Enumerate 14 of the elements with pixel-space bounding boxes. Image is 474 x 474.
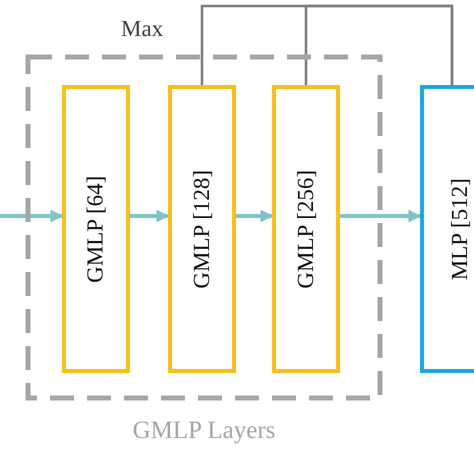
layer-box — [272, 85, 340, 373]
operation-label: Max — [121, 15, 164, 43]
connector-line — [304, 4, 454, 85]
group-title: GMLP Layers — [132, 416, 276, 446]
layer-label: GMLP [64] — [82, 175, 109, 283]
layer-box — [168, 85, 236, 373]
layer-label: MLP [512] — [446, 178, 473, 280]
arrow — [340, 210, 422, 222]
arrow — [130, 210, 170, 222]
layer-label: GMLP [256] — [292, 170, 319, 288]
layer-label: GMLP [128] — [188, 170, 215, 288]
arrow — [0, 210, 64, 222]
arrow — [236, 210, 274, 222]
layer-box — [62, 85, 130, 373]
